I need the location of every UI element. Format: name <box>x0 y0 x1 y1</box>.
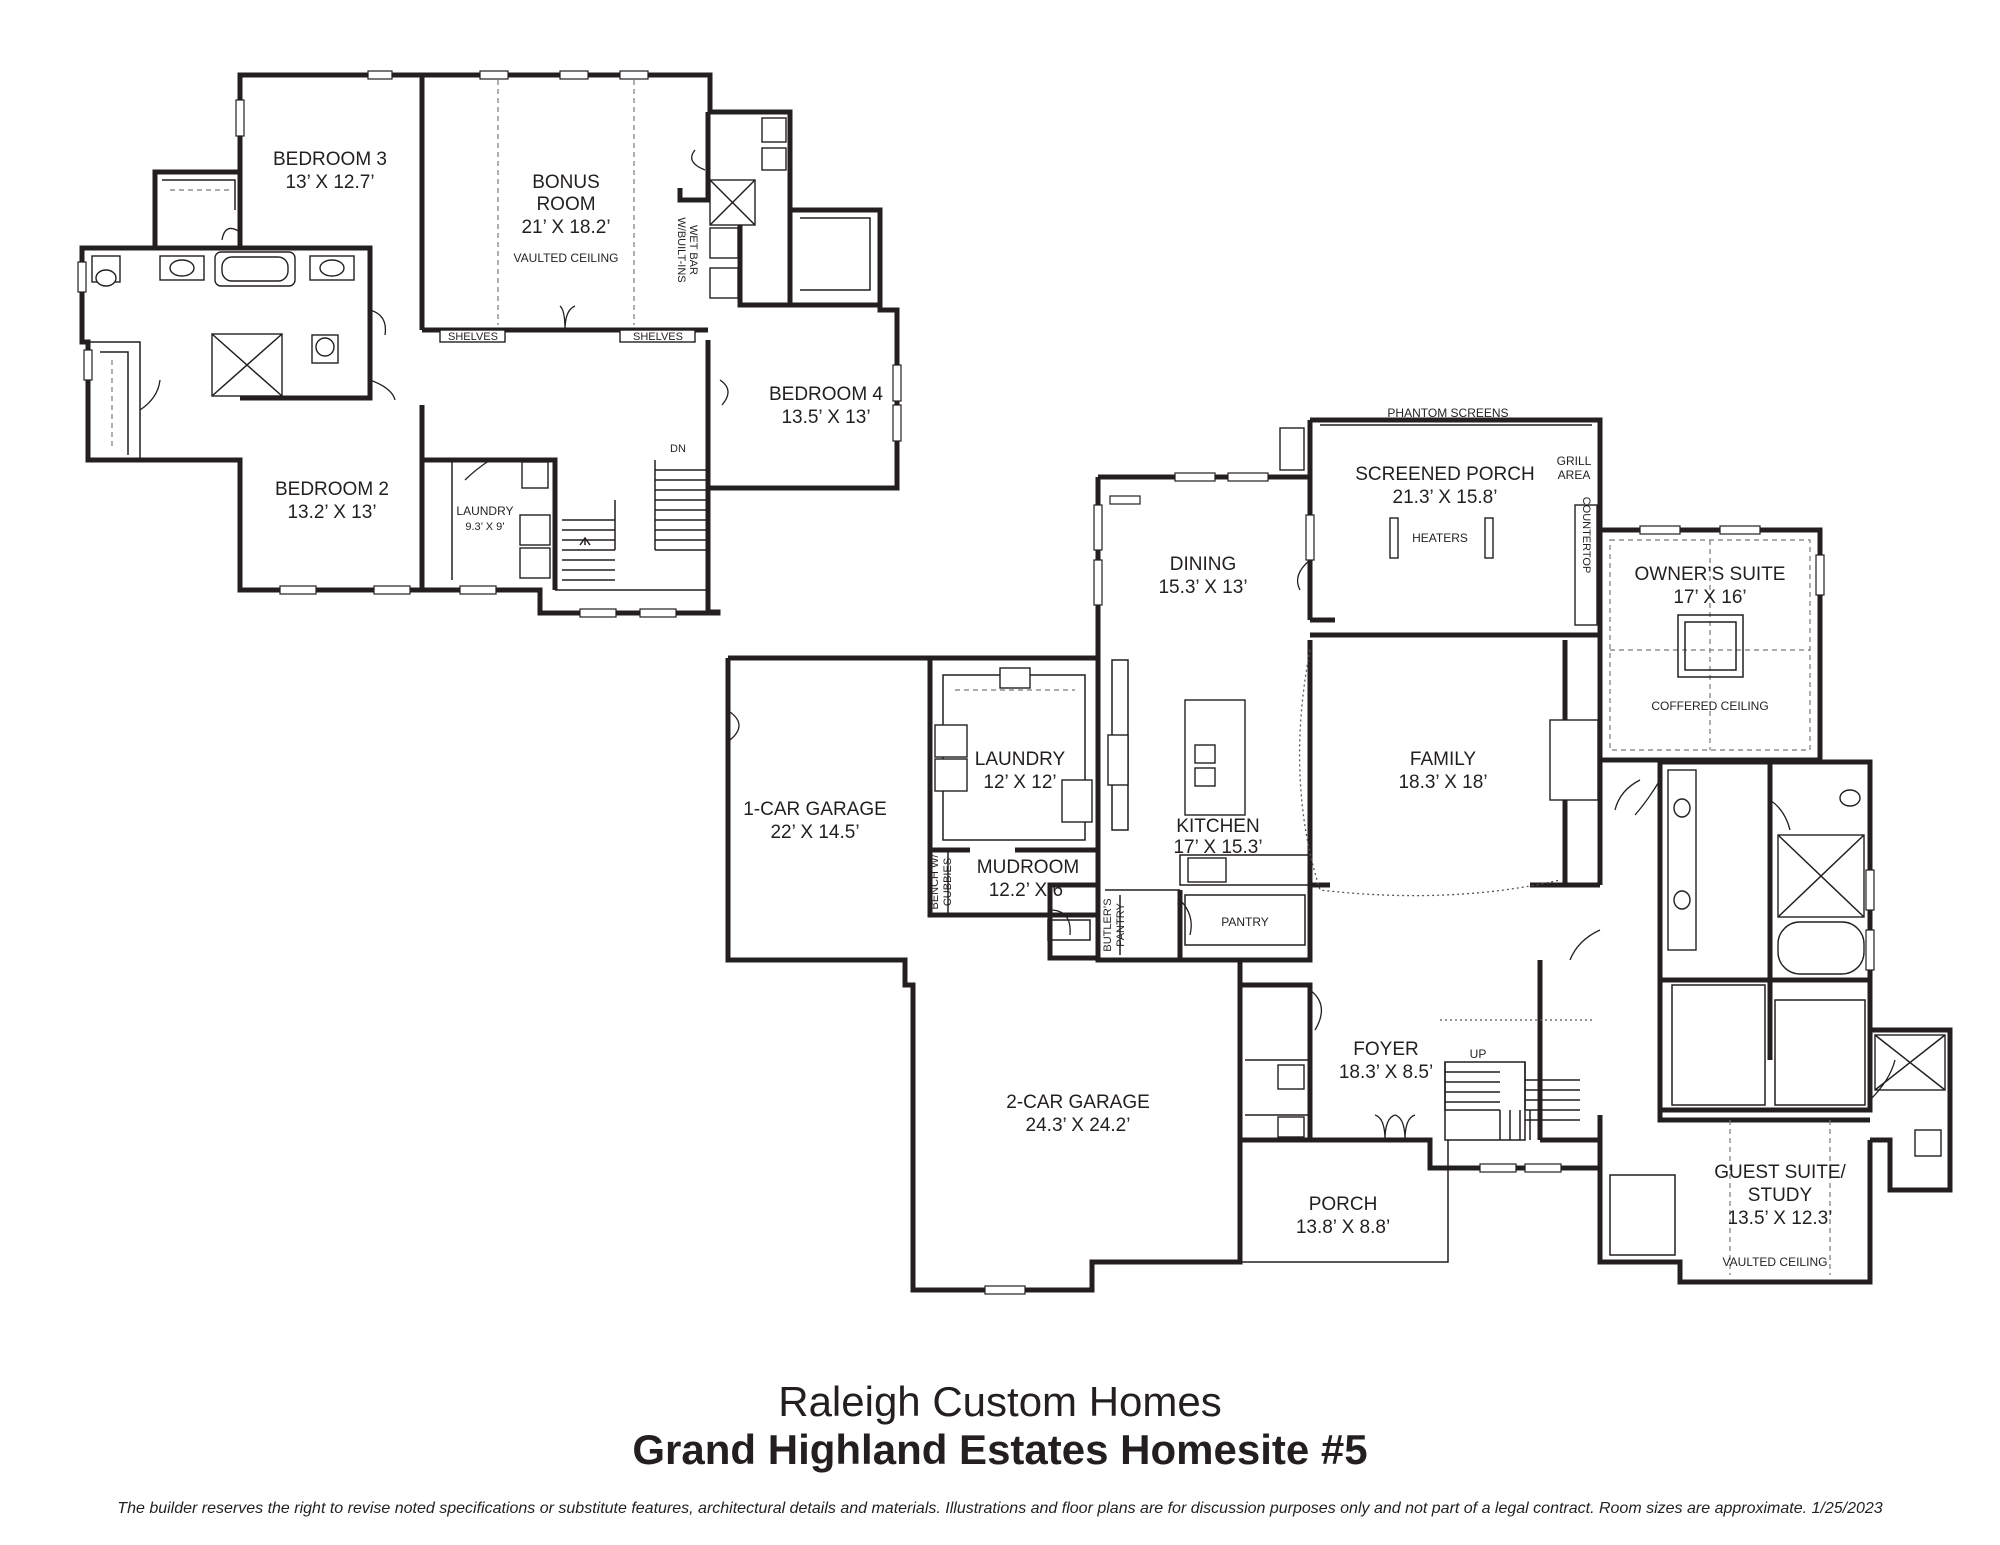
shelves-right-label: SHELVES <box>633 331 683 343</box>
grill-label-2: AREA <box>1558 468 1591 482</box>
guest-vaulted-label: VAULTED CEILING <box>1723 1255 1828 1269</box>
screened-porch-size: 21.3’ X 15.8’ <box>1393 487 1498 508</box>
bonus-note: VAULTED CEILING <box>514 251 619 265</box>
bedroom4-size: 13.5’ X 13’ <box>781 407 870 428</box>
upper-floor: BEDROOM 3 13’ X 12.7’ BONUS ROOM 21’ X 1… <box>77 70 902 618</box>
butlers-label-2: PANTRY <box>1115 903 1127 947</box>
family-label: FAMILY <box>1410 749 1476 770</box>
pantry-label: PANTRY <box>1221 915 1269 929</box>
heaters-label: HEATERS <box>1412 531 1468 545</box>
bedroom4-label: BEDROOM 4 <box>769 384 883 405</box>
dining-size: 15.3’ X 13’ <box>1158 577 1247 598</box>
plan-title: Grand Highland Estates Homesite #5 <box>632 1426 1368 1473</box>
guest-suite-label-1: GUEST SUITE/ <box>1714 1162 1846 1183</box>
upper-laundry-size: 9.3’ X 9’ <box>465 521 504 533</box>
coffered-ceiling-label: COFFERED CEILING <box>1651 699 1768 713</box>
main-floor: PHANTOM SCREENS SCREENED PORCH 21.3’ X 1… <box>725 406 1953 1295</box>
bench-label-1: BENCH W/ <box>929 854 941 910</box>
garage1-label: 1-CAR GARAGE <box>743 799 887 820</box>
main-laundry-label: LAUNDRY <box>975 749 1066 770</box>
wet-bar-label-1: WET BAR <box>687 225 699 275</box>
disclaimer-text: The builder reserves the right to revise… <box>117 1500 1883 1517</box>
dining-label: DINING <box>1170 554 1237 575</box>
screened-porch-label: SCREENED PORCH <box>1355 464 1534 485</box>
main-laundry-size: 12’ X 12’ <box>983 772 1056 793</box>
bonus-size: 21’ X 18.2’ <box>521 217 610 238</box>
owners-suite-size: 17’ X 16’ <box>1673 587 1746 608</box>
stair-dn-label: DN <box>670 443 686 455</box>
grill-label-1: GRILL <box>1557 454 1592 468</box>
kitchen-label: KITCHEN <box>1176 816 1259 837</box>
guest-suite-size: 13.5’ X 12.3’ <box>1728 1208 1833 1229</box>
phantom-screens-label: PHANTOM SCREENS <box>1387 406 1508 420</box>
owners-suite-label: OWNER’S SUITE <box>1635 564 1786 585</box>
bench-label-2: CUBBIES <box>942 858 954 906</box>
garage2-size: 24.3’ X 24.2’ <box>1026 1115 1131 1136</box>
bedroom2-size: 13.2’ X 13’ <box>287 502 376 523</box>
wet-bar-label-2: W/BUILT-INS <box>675 217 687 282</box>
bedroom3-size: 13’ X 12.7’ <box>285 172 374 193</box>
garage1-size: 22’ X 14.5’ <box>770 822 859 843</box>
foyer-label: FOYER <box>1353 1039 1418 1060</box>
bedroom3-label: BEDROOM 3 <box>273 149 387 170</box>
countertop-label: COUNTERTOP <box>1580 497 1592 574</box>
foyer-size: 18.3’ X 8.5’ <box>1339 1062 1433 1083</box>
butlers-label-1: BUTLER’S <box>1102 898 1114 951</box>
bedroom2-label: BEDROOM 2 <box>275 479 389 500</box>
porch-size: 13.8’ X 8.8’ <box>1296 1217 1390 1238</box>
bonus-label-2: ROOM <box>536 194 595 215</box>
mudroom-size: 12.2’ X 6’ <box>989 880 1068 901</box>
bonus-label-1: BONUS <box>532 172 600 193</box>
family-size: 18.3’ X 18’ <box>1398 772 1487 793</box>
brand-name: Raleigh Custom Homes <box>778 1378 1222 1425</box>
stair-up-label: UP <box>1470 1047 1487 1061</box>
upper-laundry-label: LAUNDRY <box>456 504 513 518</box>
shelves-left-label: SHELVES <box>448 331 498 343</box>
garage2-label: 2-CAR GARAGE <box>1006 1092 1150 1113</box>
guest-suite-label-2: STUDY <box>1748 1185 1813 1206</box>
mudroom-label: MUDROOM <box>977 857 1079 878</box>
porch-label: PORCH <box>1309 1194 1378 1215</box>
kitchen-size: 17’ X 15.3’ <box>1173 837 1262 858</box>
